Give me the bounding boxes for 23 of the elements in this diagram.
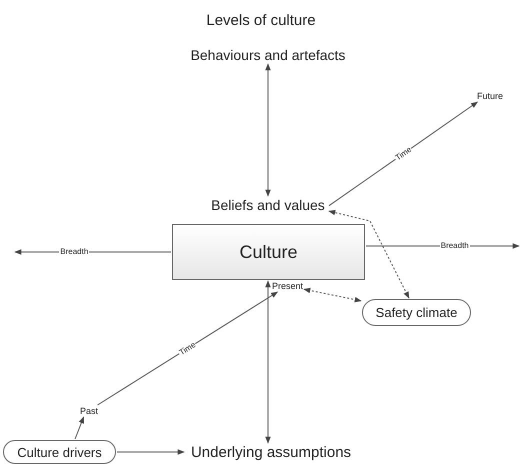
node-label: Culture drivers [16, 444, 103, 460]
edge-label: Breadth [59, 247, 90, 257]
node-text: Underlying assumptions [185, 444, 357, 461]
node-text: Behaviours and artefacts [188, 47, 348, 63]
arrow [74, 416, 84, 440]
node-text: Beliefs and values [208, 197, 328, 213]
arrow [265, 63, 271, 197]
node-label: Safety climate [374, 305, 458, 320]
node-label: Culture [238, 242, 299, 262]
dashed-arrow [303, 288, 362, 302]
arrow [328, 102, 478, 206]
process-box [172, 224, 365, 280]
arrow [116, 449, 185, 455]
rounded-box [3, 440, 116, 464]
arrow [265, 280, 271, 444]
node-text: Present [272, 281, 304, 291]
node-text: Future [477, 91, 504, 101]
node-text: Past [80, 406, 98, 416]
edge-label: Breadth [440, 241, 470, 251]
diagram-title: Levels of culture [205, 12, 317, 29]
dashed-arrow [328, 210, 410, 299]
rounded-box [362, 299, 471, 326]
arrow [97, 292, 278, 406]
